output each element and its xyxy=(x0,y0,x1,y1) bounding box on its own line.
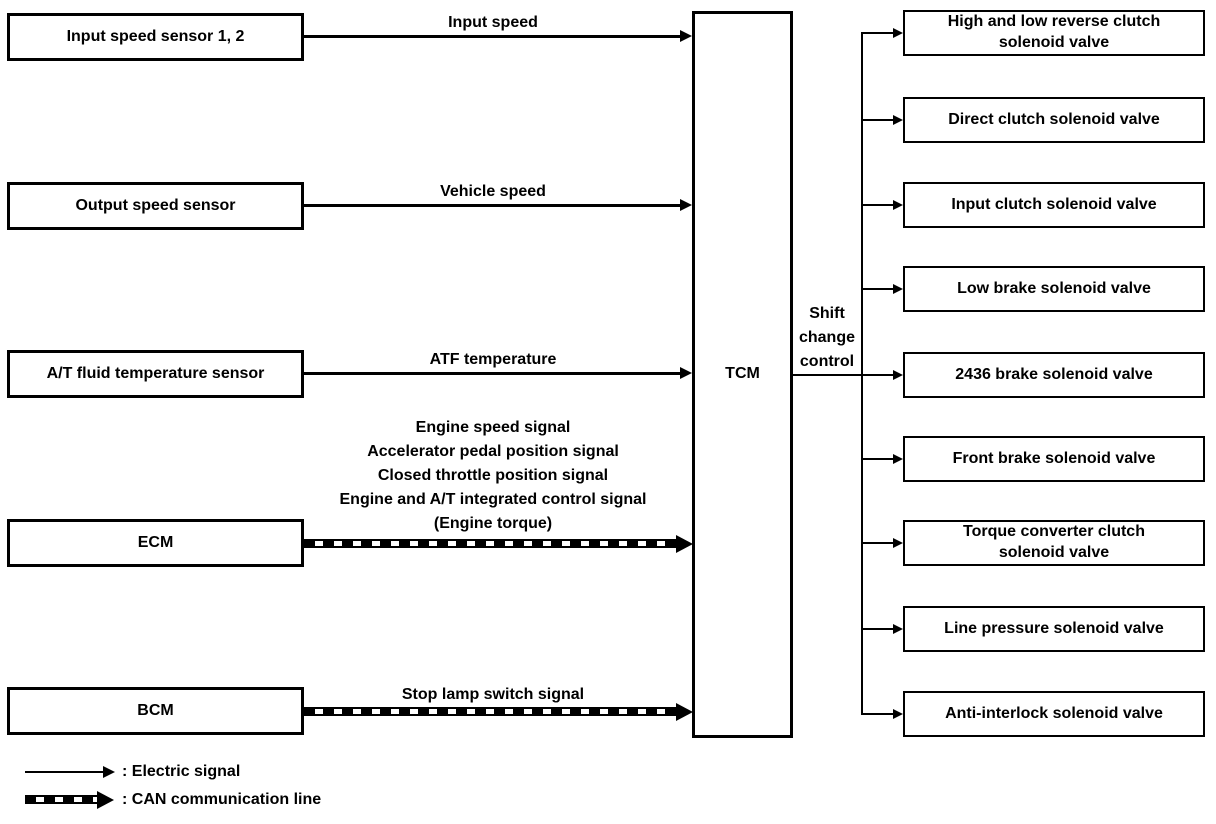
output-box-front-brake: Front brake solenoid valve xyxy=(903,436,1205,482)
output-box-high-low-reverse-clutch: High and low reverse clutch solenoid val… xyxy=(903,10,1205,56)
input-box-input-speed-sensor: Input speed sensor 1, 2 xyxy=(7,13,304,61)
signal-label-atf-temperature: ATF temperature xyxy=(429,351,557,368)
signal-label-ecm-signals: Engine speed signal Accelerator pedal po… xyxy=(339,419,647,532)
output-box-input-clutch: Input clutch solenoid valve xyxy=(903,182,1205,228)
input-box-bcm: BCM xyxy=(7,687,304,735)
output-box-2436-brake: 2436 brake solenoid valve xyxy=(903,352,1205,398)
output-box-anti-interlock: Anti-interlock solenoid valve xyxy=(903,691,1205,737)
input-box-output-speed-sensor: Output speed sensor xyxy=(7,182,304,230)
output-box-low-brake: Low brake solenoid valve xyxy=(903,266,1205,312)
signal-label-stop-lamp-switch: Stop lamp switch signal xyxy=(401,686,585,703)
input-box-at-fluid-temp-sensor: A/T fluid temperature sensor xyxy=(7,350,304,398)
input-box-ecm: ECM xyxy=(7,519,304,567)
output-box-line-pressure: Line pressure solenoid valve xyxy=(903,606,1205,652)
output-box-direct-clutch: Direct clutch solenoid valve xyxy=(903,97,1205,143)
signal-label-vehicle-speed: Vehicle speed xyxy=(440,183,546,200)
legend-can-label: : CAN communication line xyxy=(122,791,322,808)
shift-change-control-label: Shift change control xyxy=(798,305,855,370)
output-box-torque-converter-clutch: Torque converter clutch solenoid valve xyxy=(903,520,1205,566)
legend-electric-label: : Electric signal xyxy=(122,763,241,780)
signal-label-input-speed: Input speed xyxy=(448,14,538,31)
tcm-box: TCM xyxy=(692,11,793,738)
